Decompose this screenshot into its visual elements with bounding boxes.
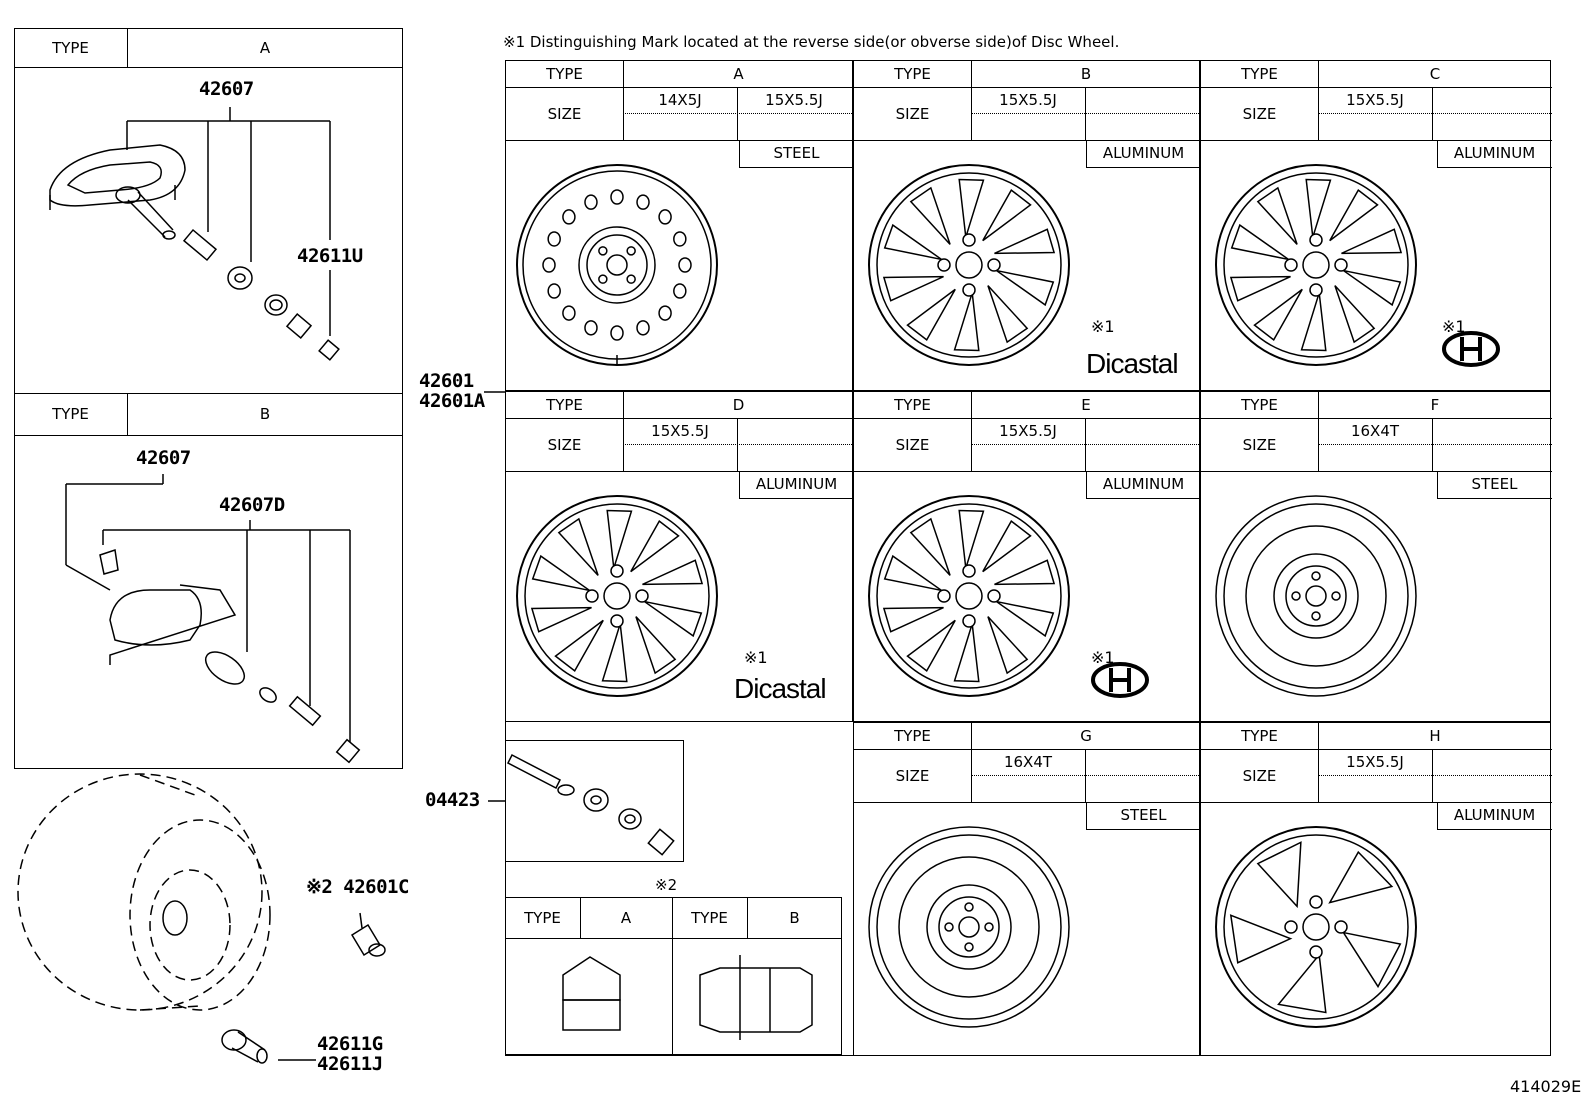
wheel-b-mark-note: ※1: [1091, 317, 1115, 336]
wheel-cell-a: TYPE A SIZE 14X5J 15X5.5J STEEL: [505, 60, 854, 391]
wheel-e-size-1: 15X5.5J: [999, 422, 1057, 440]
wheel-c-hit-logo: [1442, 331, 1500, 367]
wheel-a-size-2: 15X5.5J: [765, 91, 823, 109]
part-number-42611g[interactable]: 42611G: [317, 1033, 383, 1055]
wheel-c-size-label: SIZE: [1242, 104, 1277, 123]
wheel-g-type-value: G: [1080, 727, 1092, 745]
part-number-42601a[interactable]: 42601A: [419, 390, 485, 412]
wheel-b-size-label: SIZE: [895, 104, 930, 123]
wheel-d-material: ALUMINUM: [755, 475, 838, 493]
wheel-g-material: STEEL: [1120, 806, 1167, 824]
wheel-a-size-1: 14X5J: [658, 91, 702, 109]
dicastal-logo-b: Dicastal: [1086, 348, 1179, 379]
part-number-42607d[interactable]: 42607D: [219, 494, 285, 516]
wheel-c-drawing: [1215, 164, 1417, 366]
wheel-f-material: STEEL: [1471, 475, 1518, 493]
wheel-g-drawing: [868, 826, 1070, 1028]
wheel-cell-e: TYPE E SIZE 15X5.5J ALUMINUM ※1: [853, 391, 1201, 722]
nut-b-type-value: B: [789, 908, 800, 927]
wheel-cell-d: TYPE D SIZE 15X5.5J ALUMINUM ※1: [505, 391, 854, 722]
note2-mark: ※2: [655, 876, 678, 894]
dicastal-logo-d: Dicastal: [734, 673, 827, 704]
wheel-e-drawing: [868, 495, 1070, 697]
part-number-04423[interactable]: 04423: [425, 789, 480, 811]
part-number-42611j[interactable]: 42611J: [317, 1053, 383, 1075]
wheel-f-size-1: 16X4T: [1350, 422, 1400, 440]
wheel-e-type-label: TYPE: [894, 396, 931, 414]
wheel-c-material: ALUMINUM: [1453, 144, 1536, 162]
wheel-b-size-1: 15X5.5J: [999, 91, 1057, 109]
wheel-h-type-label: TYPE: [1241, 727, 1278, 745]
wheel-a-material: STEEL: [773, 144, 820, 162]
wheel-cell-f: TYPE F SIZE 16X4T STEEL: [1200, 391, 1552, 722]
wheel-g-size-label: SIZE: [895, 766, 930, 785]
wheel-d-size-label: SIZE: [547, 435, 582, 454]
wheel-h-drawing: [1215, 826, 1417, 1028]
wheel-a-size-label: SIZE: [547, 104, 582, 123]
wheel-e-mark-note: ※1: [1091, 648, 1115, 667]
wheel-g-size-1: 16X4T: [1003, 753, 1053, 771]
nut-b-type-label: TYPE: [691, 908, 728, 927]
wheel-h-size-label: SIZE: [1242, 766, 1277, 785]
sensor-a-type-value: A: [259, 38, 271, 57]
wheel-cell-b: TYPE B SIZE 15X5.5J ALUMINUM ※1: [853, 60, 1201, 391]
wheel-f-size-label: SIZE: [1242, 435, 1277, 454]
wheel-cell-g: TYPE G SIZE 16X4T STEEL: [853, 722, 1201, 1056]
wheel-c-type-value: C: [1429, 65, 1441, 83]
wheel-e-hit-logo: [1091, 662, 1149, 698]
sensor-b-type-label: TYPE: [52, 405, 89, 423]
wheel-cell-h: TYPE H SIZE 15X5.5J ALUMINUM: [1200, 722, 1552, 1056]
wheel-b-material: ALUMINUM: [1102, 144, 1185, 162]
wheel-b-type-label: TYPE: [894, 65, 931, 83]
wheel-d-drawing: [516, 495, 718, 697]
wheel-h-material: ALUMINUM: [1453, 806, 1536, 824]
part-number-42611u[interactable]: 42611U: [297, 245, 363, 267]
disc-wheel-mark-note: ※1 Distinguishing Mark located at the re…: [503, 33, 1120, 51]
nut-a-type-value: A: [620, 908, 632, 927]
wheel-g-type-label: TYPE: [894, 727, 931, 745]
wheel-a-type-label: TYPE: [546, 65, 583, 83]
part-number-42601[interactable]: 42601: [419, 370, 474, 392]
wheel-c-size-1: 15X5.5J: [1346, 91, 1404, 109]
part-number-42607-a[interactable]: 42607: [199, 78, 254, 100]
sensor-b-type-value: B: [259, 405, 271, 423]
wheel-h-type-value: H: [1429, 727, 1441, 745]
sensor-type-b-panel: [14, 393, 403, 769]
wheel-d-type-value: D: [732, 396, 745, 414]
wheel-cell-c: TYPE C SIZE 15X5.5J ALUMINUM ※1: [1200, 60, 1552, 391]
wheel-e-type-value: E: [1081, 396, 1091, 414]
wheel-a-type-value: A: [733, 65, 744, 83]
wheel-a-drawing: [516, 164, 718, 366]
wheel-e-material: ALUMINUM: [1102, 475, 1185, 493]
wheel-d-size-1: 15X5.5J: [651, 422, 709, 440]
wheel-f-type-value: F: [1430, 396, 1440, 414]
diagram-code: 414029E: [1510, 1077, 1582, 1096]
wheel-f-type-label: TYPE: [1241, 396, 1278, 414]
part-number-42601c[interactable]: ※2 42601C: [306, 876, 409, 898]
wheel-c-type-label: TYPE: [1241, 65, 1278, 83]
nut-a-type-label: TYPE: [524, 908, 561, 927]
wheel-b-drawing: [868, 164, 1070, 366]
wheel-b-type-value: B: [1080, 65, 1092, 83]
wheel-c-mark-note: ※1: [1442, 317, 1466, 336]
wheel-f-drawing: [1215, 495, 1417, 697]
wheel-e-size-label: SIZE: [895, 435, 930, 454]
wheel-h-size-1: 15X5.5J: [1346, 753, 1404, 771]
part-number-42607-b[interactable]: 42607: [136, 447, 191, 469]
wheel-d-mark-note: ※1: [744, 648, 768, 667]
wheel-d-type-label: TYPE: [546, 396, 583, 414]
sensor-a-type-label: TYPE: [52, 38, 89, 57]
